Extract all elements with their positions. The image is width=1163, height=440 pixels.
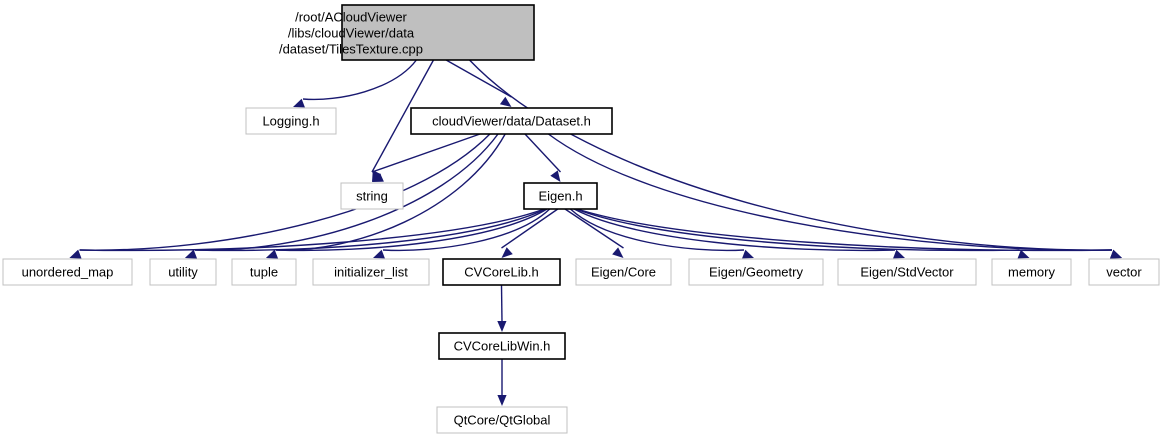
edge-layer [69, 59, 1122, 406]
dependency-edge-eigen-to-memory [575, 208, 1020, 252]
edge-arrowhead [1110, 249, 1122, 259]
node-label-cvcorelibwin: CVCoreLibWin.h [454, 338, 551, 353]
edge-arrowhead [1017, 249, 1030, 259]
dependency-edge-eigen-to-eigen_geometry [569, 208, 745, 252]
node-label-eigen_stdvector: Eigen/StdVector [860, 264, 954, 279]
dependency-edge-cvcorelib-to-cvcorelibwin [500, 284, 503, 323]
dependency-edge-eigen-to-initializer_list [382, 208, 551, 252]
dependency-edge-dataset-to-vector [547, 133, 1113, 251]
node-label-unordered_map: unordered_map [22, 264, 114, 279]
edge-arrowhead [742, 249, 754, 259]
dependency-edge-eigen-to-vector [576, 208, 1113, 252]
node-label-root-line1: /root/ACloudViewer [295, 9, 407, 24]
dependency-edge-eigen-to-cvcorelib [501, 208, 559, 249]
dependency-edge-eigen-to-tuple [275, 208, 548, 252]
edge-arrowhead [185, 249, 197, 259]
node-label-logging: Logging.h [262, 113, 319, 128]
graph-node-unordered_map[interactable]: unordered_map [2, 258, 133, 286]
node-box-eigen_stdvector[interactable] [837, 258, 977, 286]
graph-node-qtglobal[interactable]: QtCore/QtGlobal [436, 406, 568, 434]
dependency-edge-dataset-to-eigen [524, 133, 562, 173]
edge-arrowhead [69, 249, 82, 259]
dependency-edge-dataset-to-unordered_map [79, 133, 491, 251]
node-label-utility: utility [168, 264, 198, 279]
graph-node-cvcorelibwin[interactable]: CVCoreLibWin.h [438, 332, 566, 360]
edge-arrowhead [266, 249, 278, 259]
dependency-edge-eigen-to-utility [194, 208, 546, 252]
dependency-edge-eigen-to-eigen_stdvector [573, 208, 896, 252]
node-box-vector[interactable] [1088, 258, 1160, 286]
node-label-tuple: tuple [250, 264, 278, 279]
graph-node-string[interactable]: string [340, 182, 404, 210]
node-label-vector: vector [1106, 264, 1142, 279]
graph-node-eigen[interactable]: Eigen.h [523, 182, 598, 210]
graph-node-eigen_stdvector[interactable]: Eigen/StdVector [837, 258, 977, 286]
graph-node-cvcorelib[interactable]: CVCoreLib.h [442, 258, 561, 286]
edge-arrowhead [550, 170, 561, 182]
edge-arrowhead [497, 320, 507, 332]
node-box-eigen_core[interactable] [575, 258, 672, 286]
node-box-qtglobal[interactable] [436, 406, 568, 434]
node-label-root-line3: /dataset/TilesTexture.cpp [279, 41, 423, 56]
graph-node-initializer_list[interactable]: initializer_list [312, 258, 430, 286]
node-box-root[interactable] [341, 4, 535, 61]
node-box-cvcorelib[interactable] [442, 258, 561, 286]
graph-node-tuple[interactable]: tuple [231, 258, 297, 286]
node-label-cvcorelib: CVCoreLib.h [464, 264, 538, 279]
node-label-dataset: cloudViewer/data/Dataset.h [432, 113, 591, 128]
node-label-string: string [356, 188, 388, 203]
node-box-eigen_geometry[interactable] [688, 258, 824, 286]
node-box-string[interactable] [340, 182, 404, 210]
edge-arrowhead [293, 98, 305, 108]
graph-node-eigen_core[interactable]: Eigen/Core [575, 258, 672, 286]
node-label-eigen: Eigen.h [538, 188, 582, 203]
node-box-eigen[interactable] [523, 182, 598, 210]
node-box-tuple[interactable] [231, 258, 297, 286]
graph-node-eigen_geometry[interactable]: Eigen/Geometry [688, 258, 824, 286]
edge-arrowhead [372, 170, 382, 182]
edge-arrowhead [372, 173, 384, 182]
edge-arrowhead [499, 96, 512, 107]
node-label-qtglobal: QtCore/QtGlobal [454, 412, 551, 427]
dependency-edge-eigen-to-eigen_core [564, 208, 624, 249]
graph-node-dataset[interactable]: cloudViewer/data/Dataset.h [410, 107, 613, 135]
graph-node-logging[interactable]: Logging.h [245, 107, 337, 135]
graph-node-vector[interactable]: vector [1088, 258, 1160, 286]
node-label-root-line2: /libs/cloudViewer/data [288, 25, 415, 40]
graph-node-utility[interactable]: utility [149, 258, 217, 286]
node-label-memory: memory [1008, 264, 1055, 279]
node-box-dataset[interactable] [410, 107, 613, 135]
dependency-edge-root-to-logging [302, 59, 417, 101]
node-label-initializer_list: initializer_list [334, 264, 408, 279]
node-layer: /root/ACloudViewer/libs/cloudViewer/data… [2, 4, 1160, 434]
dependency-edge-eigen-to-unordered_map [79, 208, 545, 252]
edge-arrowhead [893, 249, 905, 259]
dependency-edge-dataset-to-string [371, 133, 481, 173]
node-label-eigen_geometry: Eigen/Geometry [709, 264, 803, 279]
edge-arrowhead [501, 247, 513, 258]
dependency-edge-root-to-dataset [445, 59, 512, 98]
node-label-eigen_core: Eigen/Core [591, 264, 656, 279]
edge-arrowhead [612, 247, 624, 258]
node-box-utility[interactable] [149, 258, 217, 286]
node-box-unordered_map[interactable] [2, 258, 133, 286]
graph-node-root[interactable]: /root/ACloudViewer/libs/cloudViewer/data… [279, 4, 535, 61]
node-box-logging[interactable] [245, 107, 337, 135]
node-box-initializer_list[interactable] [312, 258, 430, 286]
graph-node-memory[interactable]: memory [991, 258, 1072, 286]
dependency-edge-root-to-string [371, 59, 435, 173]
node-box-memory[interactable] [991, 258, 1072, 286]
node-box-cvcorelibwin[interactable] [438, 332, 566, 360]
edge-arrowhead [373, 249, 385, 259]
edge-arrowhead [497, 395, 507, 406]
